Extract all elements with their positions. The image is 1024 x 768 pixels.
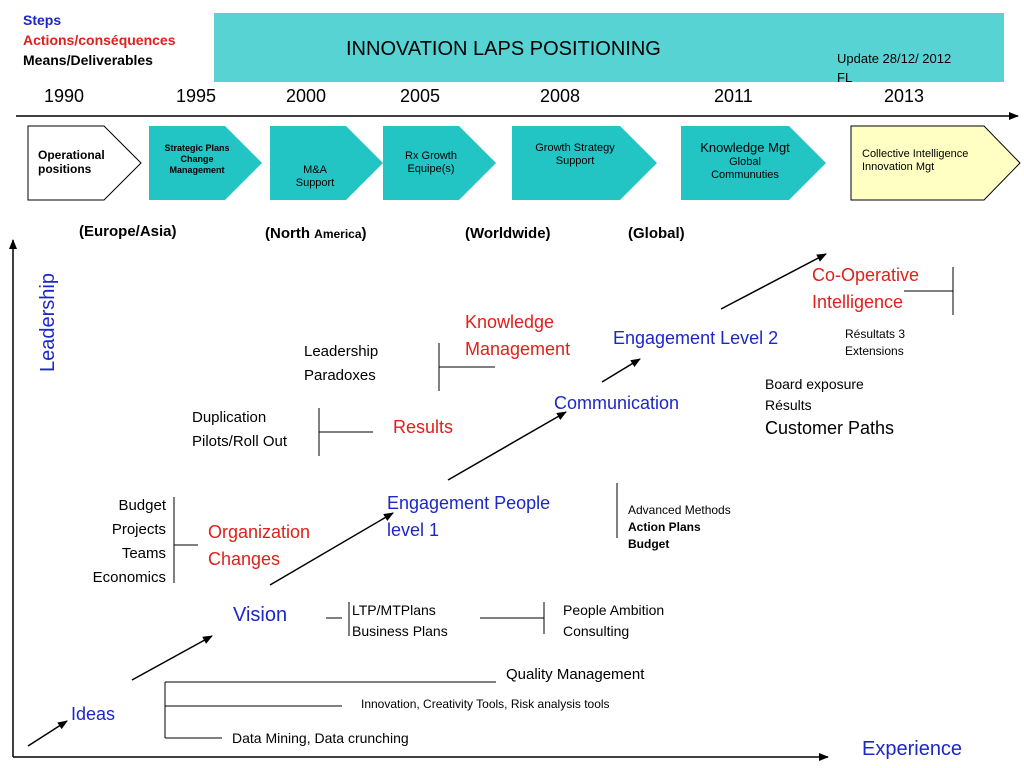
- legend-means: Means/Deliverables: [23, 52, 153, 68]
- phase-label-5: Growth Strategy Support: [535, 142, 615, 168]
- action-organization-changes: Organization Changes: [208, 522, 311, 569]
- phase-chevron-1: [27, 125, 142, 201]
- means-resultats: Résultats 3 Extensions: [845, 327, 906, 358]
- year-2005: 2005: [400, 86, 441, 106]
- action-knowledge-management: Knowledge Management: [465, 312, 571, 359]
- means-leadership-paradoxes: Leadership Paradoxes: [304, 343, 379, 384]
- year-2013: 2013: [884, 86, 925, 106]
- action-results: Results: [393, 417, 454, 437]
- means-people-ambition: People Ambition Consulting: [563, 602, 665, 639]
- region-worldwide: (Worldwide): [465, 225, 551, 242]
- means-advanced-methods: Advanced Methods Action Plans Budget: [628, 503, 731, 551]
- phase-label-2: Strategic Plans Change Management: [164, 143, 230, 175]
- step-engagement-people: Engagement People level 1: [387, 493, 551, 540]
- update-date: Update 28/12/ 2012: [837, 51, 952, 66]
- legend-steps: Steps: [23, 12, 62, 28]
- region-europe-asia: (Europe/Asia): [79, 223, 177, 240]
- phase-chevron-7: [850, 125, 1021, 201]
- phase-chevron-2: [149, 126, 262, 200]
- update-note: Update 28/12/ 2012 FL: [837, 49, 987, 87]
- means-ltp-plans: LTP/MTPlans Business Plans: [352, 602, 448, 639]
- phase-chevron-3: [270, 126, 383, 200]
- phase-chevron-4: [383, 126, 496, 200]
- step-ideas: Ideas: [71, 704, 116, 724]
- means-innovation-tools: Innovation, Creativity Tools, Risk analy…: [361, 697, 610, 711]
- x-axis-label: Experience: [862, 738, 963, 760]
- region-north-america: (North America): [265, 225, 367, 242]
- means-duplication: Duplication Pilots/Roll Out: [192, 409, 288, 450]
- year-1995: 1995: [176, 86, 217, 106]
- means-budget-group: Budget Projects Teams Economics: [92, 497, 166, 586]
- page-title: INNOVATION LAPS POSITIONING: [346, 38, 661, 60]
- legend-actions: Actions/conséquences: [23, 32, 176, 48]
- step-communication: Communication: [554, 393, 680, 413]
- phase-label-6: Knowledge Mgt Global Communuties: [700, 140, 790, 181]
- y-axis-label: Leadership: [37, 273, 59, 372]
- title-banner: [214, 13, 1004, 82]
- year-2011: 2011: [714, 86, 753, 106]
- year-2008: 2008: [540, 86, 581, 106]
- update-author: FL: [837, 70, 853, 85]
- phase-label-1: Operational positions: [38, 148, 105, 177]
- phase-label-7: Collective Intelligence Innovation Mgt: [862, 148, 969, 174]
- means-data-mining: Data Mining, Data crunching: [232, 730, 409, 746]
- means-quality-management: Quality Management: [506, 666, 645, 683]
- step-engagement-level2: Engagement Level 2: [613, 328, 779, 348]
- phase-chevron-5: [512, 126, 657, 200]
- legend: Steps Actions/conséquences Means/Deliver…: [23, 10, 176, 70]
- region-global: (Global): [628, 225, 685, 242]
- phase-label-3: M&A Support: [295, 164, 335, 190]
- year-2000: 2000: [286, 86, 327, 106]
- year-1990: 1990: [44, 86, 85, 106]
- action-co-operative-intelligence: Co-Operative Intelligence: [812, 265, 920, 312]
- phase-chevron-6: [681, 126, 826, 200]
- means-board-exposure: Board exposure Résults Customer Paths: [765, 376, 895, 438]
- step-vision: Vision: [233, 604, 288, 626]
- phase-label-4: Rx Growth Equipe(s): [405, 150, 457, 176]
